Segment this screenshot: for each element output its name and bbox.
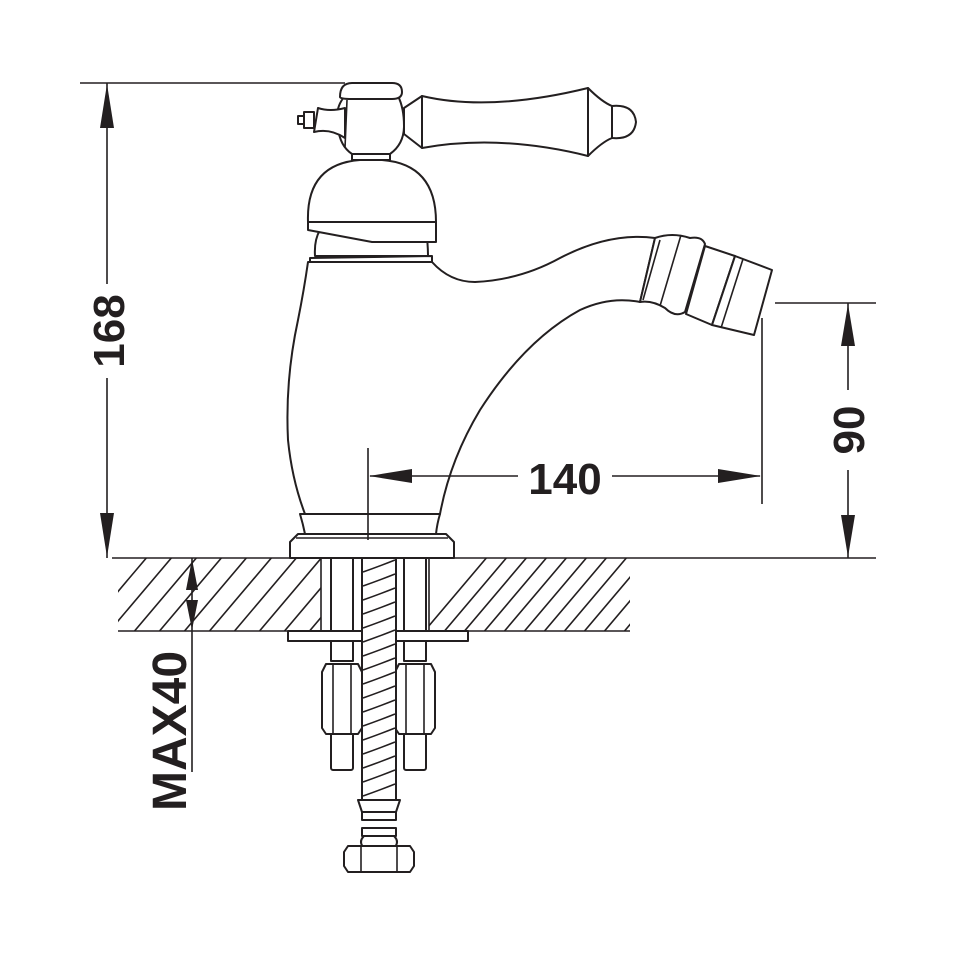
spout-nozzle [639,234,773,336]
mounting-studs [287,557,469,771]
dimension-label-168: 168 [85,294,134,367]
dimension-max40: MAX40 [144,558,198,811]
dimension-140: 140 [367,318,763,540]
lever-handle [403,87,637,157]
base-ring [289,513,455,559]
curved-spout [286,235,656,515]
braided-supply-hose [357,557,401,821]
handle-hub [297,82,405,155]
countertop-section [112,557,876,632]
hose-connector-nut [343,827,415,873]
dimension-90: 90 [775,302,876,558]
hex-nuts [321,663,436,735]
dimension-label-140: 140 [528,455,601,504]
dimension-label-max40: MAX40 [144,651,197,811]
dimension-label-90: 90 [825,406,874,455]
dimension-168: 168 [80,82,345,558]
dome-cap [306,153,437,243]
